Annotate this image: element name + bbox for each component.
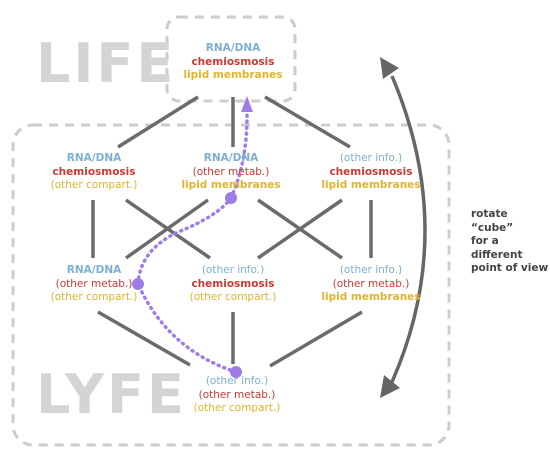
node-info-label: (other info.) [201, 264, 265, 276]
node-info-label: (other info.) [339, 152, 403, 164]
node-metab-label: (other metab.) [198, 388, 276, 401]
node-mid-left: RNA/DNA chemiosmosis (other compart.) [51, 152, 138, 193]
node-info-label: (other info.) [339, 264, 403, 276]
rotate-arrow [380, 57, 427, 398]
node-low-left: RNA/DNA (other metab.) (other compart.) [51, 264, 138, 305]
path-dot-bottom [230, 366, 242, 378]
node-info-label: RNA/DNA [205, 42, 261, 54]
evolution-path [132, 96, 253, 378]
node-compart-label: lipid membranes [183, 69, 283, 81]
node-info-label: RNA/DNA [203, 152, 259, 164]
rotate-note-line: rotate “cube” [471, 208, 514, 234]
node-metab-label: (other metab.) [55, 277, 133, 290]
edge-top-to-mid-right [264, 95, 351, 149]
node-mid-right: (other info.) chemiosmosis lipid membran… [321, 152, 420, 193]
node-compart-label: (other compart.) [50, 291, 138, 303]
life-label: LIFE [36, 32, 177, 95]
node-compart-label: lipid membranes [181, 179, 281, 191]
rotate-note-line: point of view [471, 262, 549, 274]
node-metab-label: (other metab.) [332, 277, 410, 290]
path-segment-low-left-to-mid-center [136, 196, 233, 286]
lyfe-boundary [11, 123, 451, 447]
node-compart-label: lipid membranes [321, 179, 421, 191]
edge-low-left-to-bottom [97, 310, 191, 367]
node-compart-label: lipid membranes [321, 291, 421, 303]
path-segment-bottom-to-low-left [136, 282, 238, 374]
node-bottom: (other info.) (other metab.) (other comp… [194, 375, 281, 416]
lyfe-label: LYFE [36, 363, 187, 426]
node-metab-label: chemiosmosis [191, 277, 275, 290]
node-low-right: (other info.) (other metab.) lipid membr… [321, 264, 420, 305]
node-compart-label: (other compart.) [189, 291, 277, 303]
node-compart-label: (other compart.) [50, 179, 138, 191]
node-metab-label: chemiosmosis [329, 165, 413, 178]
node-info-label: RNA/DNA [66, 152, 122, 164]
path-dot-low-left [132, 278, 144, 290]
rotate-arrow-head-bottom [380, 375, 400, 398]
node-mid-center: RNA/DNA (other metab.) lipid membranes [181, 152, 280, 193]
path-arrow-head [241, 96, 253, 112]
node-metab-label: chemiosmosis [52, 165, 136, 178]
edge-mid-right-cross [257, 198, 343, 260]
edge-top-to-mid-left [117, 95, 199, 149]
node-top: RNA/DNA chemiosmosis lipid membranes [183, 42, 282, 83]
node-compart-label: (other compart.) [193, 402, 281, 414]
rotate-arrow-head-top [380, 57, 399, 79]
node-metab-label: chemiosmosis [191, 55, 275, 68]
node-info-label: RNA/DNA [66, 264, 122, 276]
rotate-note: rotate “cube” for a different point of v… [471, 208, 550, 276]
path-segment-mid-center-to-top [229, 108, 249, 200]
node-info-label: (other info.) [205, 375, 269, 387]
path-dot-mid-center [225, 192, 237, 204]
edge-low-right-to-bottom [269, 310, 363, 368]
edge-mid-center-cross-left [124, 198, 210, 260]
cube-edges [91, 95, 373, 368]
node-metab-label: (other metab.) [192, 165, 270, 178]
life-boundary [165, 15, 297, 103]
node-low-center: (other info.) chemiosmosis (other compar… [190, 264, 277, 305]
rotate-note-line: for a different [471, 235, 523, 261]
